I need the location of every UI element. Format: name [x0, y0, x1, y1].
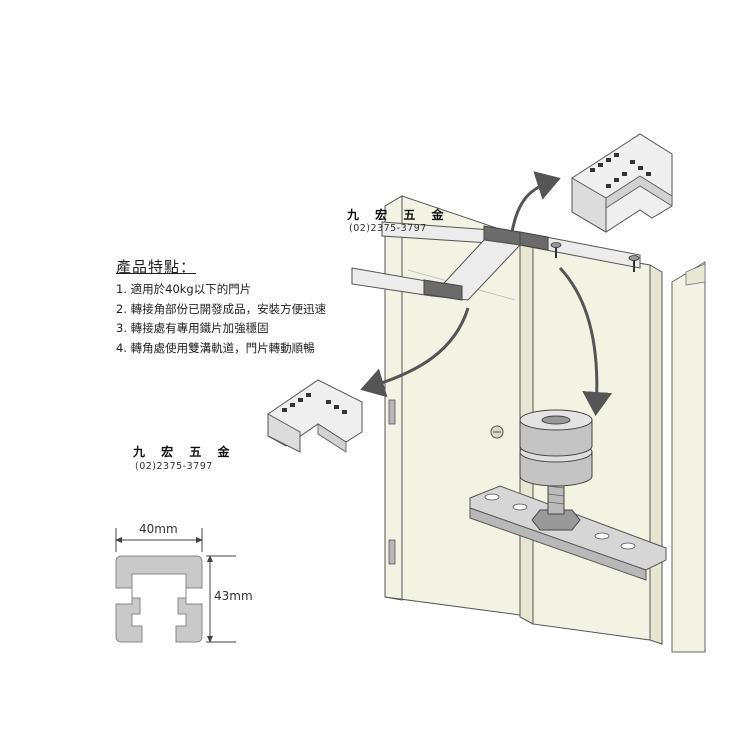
corner-connector-illustration: [267, 379, 363, 453]
roller-pivot-assembly: [469, 409, 667, 581]
dimension-lines: [115, 528, 236, 643]
t-connector-illustration: [571, 133, 673, 233]
rail-profile-cross-section: [115, 555, 203, 643]
feature-item: 2. 轉接角部份已開發成品，安裝方便迅速: [116, 301, 327, 316]
feature-item: 3. 轉接處有專用鐵片加強穩固: [116, 321, 269, 335]
right-partial-door: [671, 261, 706, 653]
brand-name-left: 九 宏 五 金: [133, 445, 236, 459]
brand-phone-top: (02)2375-3797: [349, 223, 427, 234]
feature-item: 4. 轉角處使用雙溝軌道，門片轉動順暢: [116, 340, 315, 355]
top-rail: [351, 221, 641, 301]
width-dimension-label: 40mm: [139, 522, 178, 536]
brand-phone-left: (02)2375-3797: [135, 461, 213, 472]
features-title: 產品特點：: [116, 258, 197, 276]
height-dimension-label: 43mm: [214, 589, 253, 603]
feature-item: 1. 適用於40kg以下的門片: [116, 282, 252, 296]
features-list: 1. 適用於40kg以下的門片 2. 轉接角部份已開發成品，安裝方便迅速 3. …: [116, 280, 326, 358]
brand-name-top: 九 宏 五 金: [347, 208, 450, 222]
callout-arrows: [360, 171, 613, 416]
hinge-icon: [388, 399, 396, 425]
